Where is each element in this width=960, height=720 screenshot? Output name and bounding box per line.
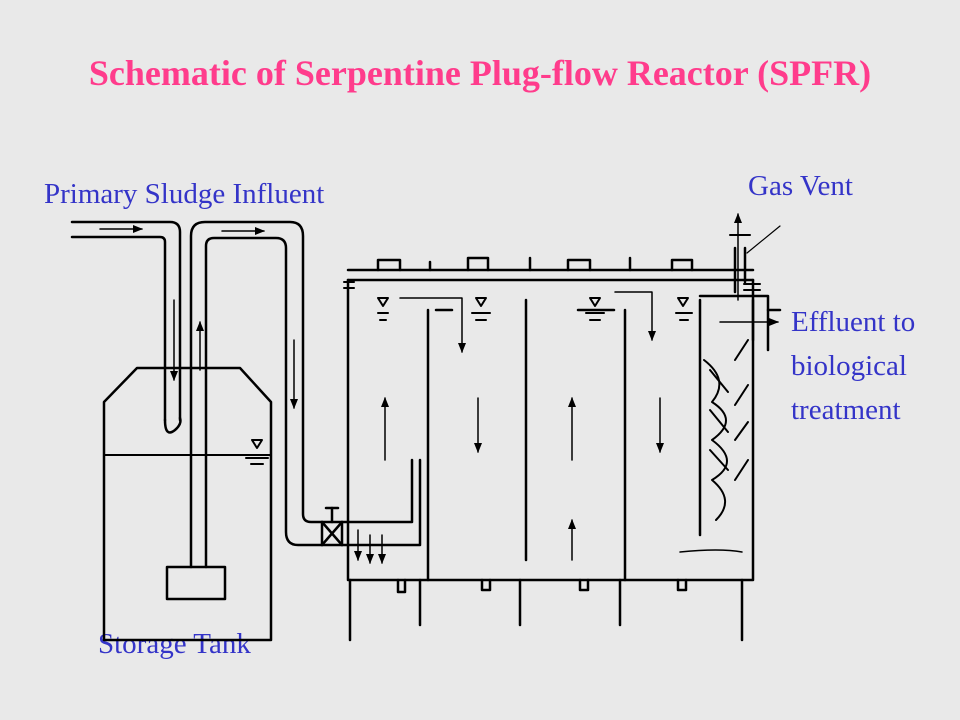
inlet-valve [320, 506, 344, 547]
gas-vent-label: Gas Vent [748, 170, 853, 202]
transfer-pipe [189, 220, 324, 569]
storage-tank [102, 366, 273, 642]
settler-baffles [703, 339, 749, 521]
effluent-label-line-1: Effluent to [791, 306, 916, 338]
tank-level-symbol [245, 439, 269, 465]
slide-title: Schematic of Serpentine Plug-flow Reacto… [88, 53, 872, 93]
primary-sludge-influent-label: Primary Sludge Influent [44, 178, 325, 210]
effluent-label-line-2: biological [791, 350, 907, 382]
water-level-symbols [377, 297, 693, 321]
storage-tank-label: Storage Tank [98, 628, 251, 660]
effluent-outlet [698, 294, 782, 352]
flow-arrows [381, 291, 743, 561]
effluent-label-line-3: treatment [791, 394, 901, 426]
gas-vent-pipe [729, 213, 781, 301]
reactor-vessel [343, 256, 755, 582]
reactor-legs [348, 578, 744, 642]
influent-pipe [70, 220, 182, 434]
effluent-label: Effluent to biological treatment [791, 300, 915, 432]
baffles [426, 298, 702, 582]
